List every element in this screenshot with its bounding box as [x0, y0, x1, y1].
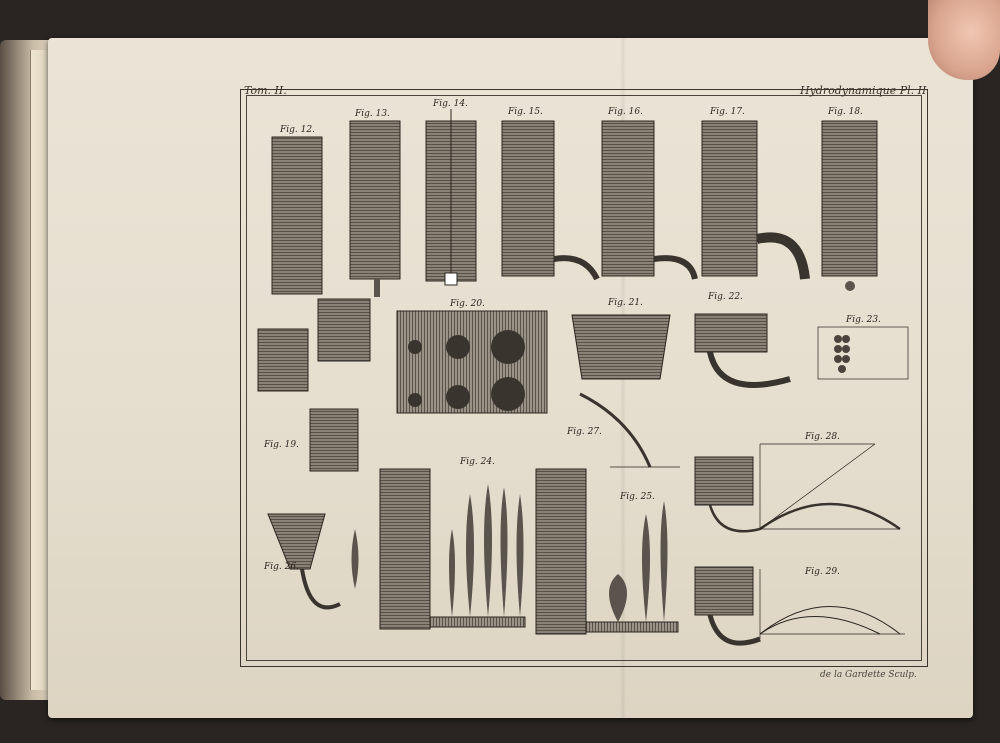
engraver-signature: de la Gardette Sculp. [820, 670, 917, 680]
fig17-label: Fig. 17. [709, 107, 745, 117]
fig19-apparatus: Fig. 19. [257, 298, 371, 472]
fig17-tank: Fig. 17. [701, 107, 810, 280]
fig26-funnel: Fig. 26. [263, 513, 359, 610]
fig29-diagram: Fig. 29. [694, 566, 905, 646]
book-page-edges [30, 50, 51, 690]
volume-label: Tom. II. [244, 84, 287, 97]
fig13-label: Fig. 13. [354, 109, 390, 119]
fig20-label: Fig. 20. [449, 299, 485, 309]
fig18-label: Fig. 18. [827, 107, 863, 117]
fig27-jet: Fig. 27. [566, 392, 680, 468]
fig21-vessel: Fig. 21. [571, 298, 671, 380]
engraved-figures: Fig. 12. Fig. 13. Fig. 14. Fig. 15. Fig.… [257, 99, 909, 646]
fig16-label: Fig. 16. [607, 107, 643, 117]
fig28-label: Fig. 28. [804, 432, 840, 442]
fig12-label: Fig. 12. [279, 125, 315, 135]
fig15-tank: Fig. 15. [501, 107, 600, 281]
fig23-label: Fig. 23. [845, 315, 881, 325]
fig25-fountains: Fig. 25. [535, 468, 679, 635]
fig23-spheres: Fig. 23. [817, 315, 909, 380]
fig22-label: Fig. 22. [707, 292, 743, 302]
fig19-label: Fig. 19. [263, 440, 299, 450]
fig16-tank: Fig. 16. [601, 107, 698, 280]
fig14-tank: Fig. 14. [425, 99, 477, 286]
fig27-label: Fig. 27. [566, 427, 602, 437]
fig21-label: Fig. 21. [607, 298, 643, 308]
fig24-label: Fig. 24. [459, 457, 495, 467]
plate-outer-border [240, 89, 928, 667]
fig13-tank: Fig. 13. [349, 109, 401, 297]
fig22-vessel: Fig. 22. [694, 292, 791, 388]
fig29-label: Fig. 29. [804, 567, 840, 577]
fig28-diagram: Fig. 28. [694, 432, 901, 533]
plate-inner-border [246, 95, 922, 661]
holding-thumb [928, 0, 1000, 80]
fig12-tank: Fig. 12. [271, 125, 323, 295]
fig26-label: Fig. 26. [263, 562, 299, 572]
fig20-plate: Fig. 20. [396, 299, 548, 414]
fig24-fountains: Fig. 24. [379, 457, 526, 630]
fig25-label: Fig. 25. [619, 492, 655, 502]
fig18-tank: Fig. 18. [821, 107, 878, 291]
plate-title: Hydrodynamique Pl. II [800, 84, 927, 97]
fig14-label: Fig. 14. [432, 99, 468, 109]
fig15-label: Fig. 15. [507, 107, 543, 117]
